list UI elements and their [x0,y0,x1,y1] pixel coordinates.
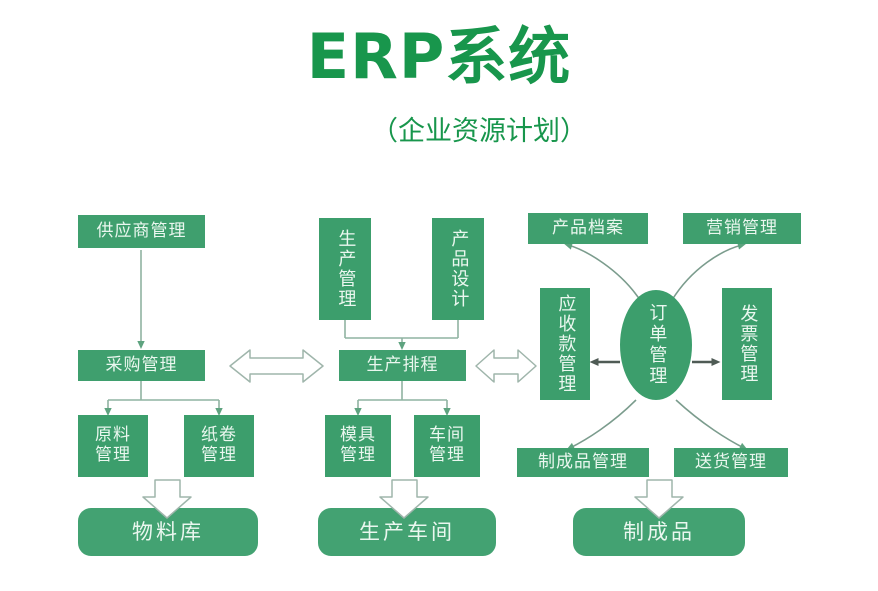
node-order-management[interactable]: 订单管理 [620,290,692,400]
bidirectional-arrow-production-receivables [475,349,537,383]
node-invoice-management[interactable]: 发票管理 [722,288,772,400]
node-raw-material-management[interactable]: 原料 管理 [78,415,148,477]
node-mold-management[interactable]: 模具 管理 [325,415,391,477]
node-finished-goods-management[interactable]: 制成品管理 [517,448,649,477]
node-product-design[interactable]: 产品设计 [432,218,484,320]
node-production-scheduling[interactable]: 生产排程 [339,350,466,381]
node-product-archive[interactable]: 产品档案 [528,213,648,244]
node-purchase-management[interactable]: 采购管理 [78,350,205,381]
node-finished-goods[interactable]: 制成品 [573,508,745,556]
node-supplier-management[interactable]: 供应商管理 [78,215,205,248]
node-production-workshop[interactable]: 生产车间 [318,508,496,556]
node-receivables-management[interactable]: 应收款管理 [540,288,590,400]
page-subtitle: （企业资源计划） [371,116,587,147]
page-title: ERP系统 [306,20,572,93]
node-material-warehouse[interactable]: 物料库 [78,508,258,556]
node-marketing-management[interactable]: 营销管理 [683,213,801,244]
node-delivery-management[interactable]: 送货管理 [674,448,788,477]
node-paper-roll-management[interactable]: 纸卷 管理 [184,415,254,477]
bidirectional-arrow-purchase-production [229,349,324,383]
node-production-management[interactable]: 生产管理 [319,218,371,320]
node-workshop-management[interactable]: 车间 管理 [414,415,480,477]
